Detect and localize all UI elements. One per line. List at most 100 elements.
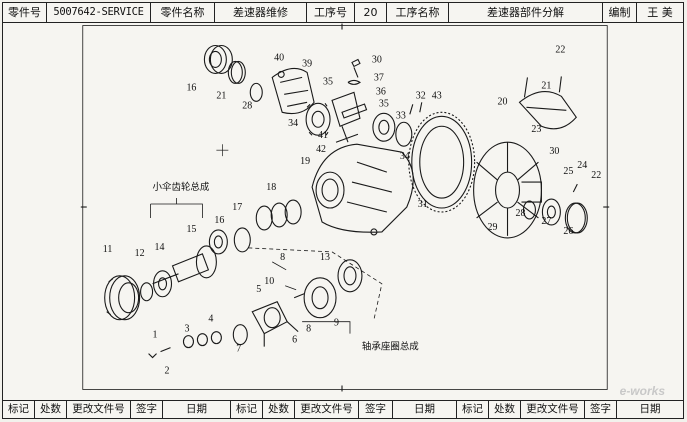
callout-28-top: 28 <box>242 100 252 111</box>
callout-16-top: 16 <box>186 82 196 93</box>
callout-7: 7 <box>236 344 241 355</box>
callout-37: 37 <box>374 72 384 83</box>
callout-16-lower: 16 <box>214 215 224 226</box>
ring-12 <box>140 282 154 302</box>
callout-18: 18 <box>266 182 276 193</box>
callout-10: 10 <box>264 276 274 287</box>
bearing-seat-assembly-label: 轴承座圈总成 <box>362 341 419 353</box>
rev-col-count-3: 处数 <box>489 401 521 418</box>
callout-15: 15 <box>186 224 196 235</box>
o-ring-7 <box>232 324 248 346</box>
nut-1 <box>148 353 157 359</box>
callout-4: 4 <box>208 314 213 325</box>
rev-col-mark-2: 标记 <box>231 401 263 418</box>
editor-value: 王 美 <box>647 6 673 19</box>
callout-43: 43 <box>432 90 442 101</box>
callout-9: 9 <box>334 318 339 329</box>
callout-8-top: 8 <box>280 252 285 263</box>
callout-23: 23 <box>531 124 541 135</box>
callout-33: 33 <box>396 110 406 121</box>
callout-3: 3 <box>184 324 189 335</box>
callout-19: 19 <box>300 156 310 167</box>
rev-col-file-2: 更改文件号 <box>295 401 359 418</box>
bearing-seat-bracket <box>302 321 351 334</box>
callout-12: 12 <box>135 248 145 259</box>
washers-3-4 <box>182 331 222 349</box>
bolt-30-top <box>351 58 361 78</box>
rev-col-date-1: 日期 <box>163 401 231 418</box>
callout-32: 32 <box>416 90 426 101</box>
callout-14: 14 <box>155 242 165 253</box>
thrust-washer-33 <box>395 121 413 147</box>
exploded-view-svg: 16 21 28 40 39 30 37 35 36 35 33 34 41 4… <box>80 23 610 392</box>
rev-col-date-3: 日期 <box>639 403 661 415</box>
callout-42: 42 <box>316 144 326 155</box>
callout-21-top: 21 <box>216 90 226 101</box>
callout-39: 39 <box>302 58 312 69</box>
case-half-29 <box>473 141 542 239</box>
bearing-cup-26 <box>564 202 588 234</box>
bolt-2 <box>160 347 171 353</box>
callout-40: 40 <box>274 52 284 63</box>
part-name-value: 差速器维修 <box>215 3 307 22</box>
rev-col-date-2: 日期 <box>393 401 457 418</box>
editor-label: 编制 <box>603 3 637 22</box>
dashed-assembly-line <box>248 247 383 320</box>
washer-28-right <box>522 200 536 220</box>
bearing-27 <box>541 198 561 226</box>
bearing-cap-23 <box>518 76 578 130</box>
callout-8-lower: 8 <box>306 324 311 335</box>
rev-col-sign-2: 签字 <box>359 401 393 418</box>
bearing-14 <box>153 270 173 298</box>
leader-lines-10-8 <box>272 261 297 291</box>
callout-41: 41 <box>318 130 328 141</box>
watermark-logo: e-works <box>619 384 665 398</box>
pin-25 <box>572 183 578 193</box>
part-name-label: 零件名称 <box>151 3 215 22</box>
process-no-label: 工序号 <box>307 3 355 22</box>
callout-20: 20 <box>498 96 508 107</box>
exploded-view-drawing: 16 21 28 40 39 30 37 35 36 35 33 34 41 4… <box>3 22 683 402</box>
side-gear-35-left <box>305 102 331 136</box>
callout-2: 2 <box>165 366 170 377</box>
bearing-race-13 <box>337 259 363 293</box>
pinion-bracket <box>150 198 203 218</box>
rev-col-mark-1: 标记 <box>3 401 35 418</box>
callout-28-right: 28 <box>515 208 525 219</box>
process-no-value: 20 <box>355 3 387 22</box>
centre-mark <box>216 144 229 157</box>
flange-5 <box>251 301 299 347</box>
callout-27: 27 <box>541 216 551 227</box>
bearing-cap-39 <box>271 67 315 115</box>
rev-col-sign-1: 签字 <box>131 401 163 418</box>
differential-case-19 <box>311 143 414 236</box>
callout-25: 25 <box>563 166 573 177</box>
rev-col-count-1: 处数 <box>35 401 67 418</box>
callout-5: 5 <box>256 284 261 295</box>
callout-17: 17 <box>232 202 242 213</box>
revision-table: 标记 处数 更改文件号 签字 日期 标记 处数 更改文件号 签字 日期 标记 处… <box>3 400 683 418</box>
title-block-header: 零件号 5007642-SERVICE 零件名称 差速器维修 工序号 20 工序… <box>3 3 683 23</box>
bearing-16-top <box>203 44 233 74</box>
rev-col-mark-3: 标记 <box>457 401 489 418</box>
callout-13: 13 <box>320 252 330 263</box>
ring-21-top <box>227 60 246 84</box>
callout-24: 24 <box>577 160 587 171</box>
rev-col-sign-3: 签字 <box>585 401 617 418</box>
ring-gear-31 <box>408 111 476 213</box>
callout-30-top: 30 <box>372 54 382 65</box>
bearing-seat-9 <box>293 277 337 319</box>
drive-pinion-15 <box>152 245 217 285</box>
callout-21-right: 21 <box>541 80 551 91</box>
callout-22-right: 22 <box>591 170 601 181</box>
bearing-11 <box>104 275 141 321</box>
inner-frame <box>82 25 608 390</box>
bolts-32-43 <box>409 102 423 115</box>
callout-6: 6 <box>292 335 297 346</box>
rev-col-file-3: 更改文件号 <box>521 401 585 418</box>
shims-18 <box>255 199 302 231</box>
pinion-assembly-label: 小伞齿轮总成 <box>153 181 210 193</box>
callout-29: 29 <box>488 222 498 233</box>
callout-35-right: 35 <box>379 98 389 109</box>
